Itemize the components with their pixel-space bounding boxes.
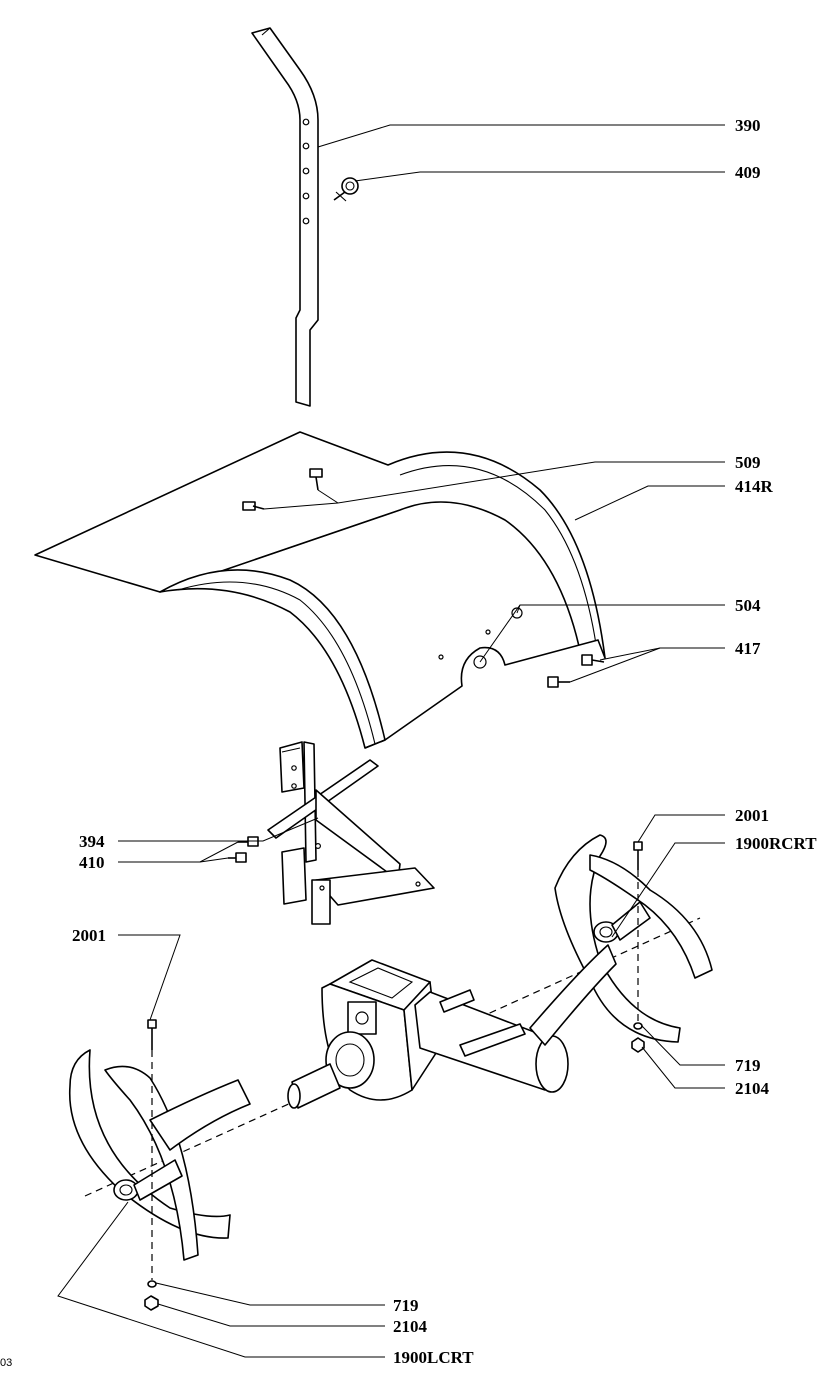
bracket-part-394 [267, 741, 435, 925]
label-504: 504 [735, 596, 761, 615]
label-509: 509 [735, 453, 761, 472]
label-417: 417 [735, 639, 761, 658]
hardware-left-stack [144, 1019, 159, 1311]
pin-part-409 [333, 177, 359, 202]
tine-shield-part-414r [34, 431, 606, 749]
label-414r: 414R [735, 477, 774, 496]
label-1900lcrt: 1900LCRT [393, 1348, 474, 1367]
label-390: 390 [735, 116, 761, 135]
label-2104-right: 2104 [735, 1079, 770, 1098]
gearbox-assembly [84, 917, 701, 1197]
hardware-right-stack [631, 841, 645, 1053]
label-410: 410 [79, 853, 105, 872]
left-tine-part-1900lcrt [68, 1049, 251, 1261]
callout-labels: 390 409 509 414R 504 417 2001 1900RCRT 3… [72, 116, 817, 1367]
label-2104-left: 2104 [393, 1317, 428, 1336]
leader-lines [57, 124, 725, 1358]
page-number: 03 [0, 1357, 12, 1369]
bolt-part-509 [242, 468, 323, 511]
label-409: 409 [735, 163, 761, 182]
label-2001-left: 2001 [72, 926, 106, 945]
depth-bar-part-390 [251, 27, 319, 407]
label-1900rcrt: 1900RCRT [735, 834, 817, 853]
label-394: 394 [79, 832, 105, 851]
label-2001-right: 2001 [735, 806, 769, 825]
right-tine-part-1900rcrt [529, 834, 713, 1046]
label-719-right: 719 [735, 1056, 761, 1075]
label-719-left: 719 [393, 1296, 419, 1315]
bolt-part-417 [547, 654, 605, 688]
